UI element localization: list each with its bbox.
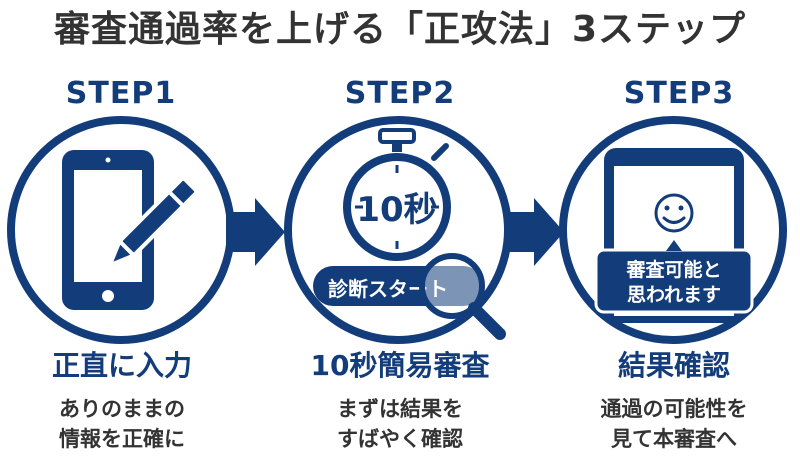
step2-label: STEP2: [344, 76, 456, 111]
smartphone-pen-icon: [62, 150, 199, 310]
step2-description: まずは結果を すばやく確認: [270, 394, 530, 454]
step2-desc-line-1: まずは結果を: [337, 397, 463, 421]
step1-label: STEP1: [65, 76, 177, 111]
step3-description: 通過の可能性を 見て本審査へ: [544, 394, 800, 454]
smiley-icon: [654, 193, 694, 233]
stopwatch-magnifier-icon: 10秒 診断スタート: [313, 128, 506, 340]
step2-desc-line-2: すばやく確認: [337, 427, 463, 451]
step1-description: ありのままの 情報を正確に: [0, 394, 252, 454]
bubble-line-2: 思われます: [627, 284, 721, 306]
bubble-line-1: 審査可能と: [625, 258, 721, 281]
arrow-2: [505, 198, 564, 266]
smartphone-smiley-icon: 審査可能と 思われます: [594, 148, 754, 323]
step1-caption: 正直に入力: [51, 349, 192, 382]
step2-caption: 10秒簡易審査: [310, 349, 490, 382]
step3-caption: 結果確認: [617, 349, 730, 382]
step1-desc-line-1: ありのままの: [59, 397, 185, 421]
arrow-1: [226, 198, 285, 266]
step3-desc-line-2: 見て本審査へ: [611, 427, 737, 451]
diagnosis-start-button: 診断スタート: [328, 277, 448, 301]
page-title: 審査通過率を上げる「正攻法」3ステップ: [53, 9, 747, 50]
step3-label: STEP3: [623, 76, 735, 111]
step3-desc-line-1: 通過の可能性を: [600, 397, 748, 421]
step1-desc-line-2: 情報を正確に: [59, 427, 185, 451]
timer-text: 10秒: [356, 190, 437, 230]
